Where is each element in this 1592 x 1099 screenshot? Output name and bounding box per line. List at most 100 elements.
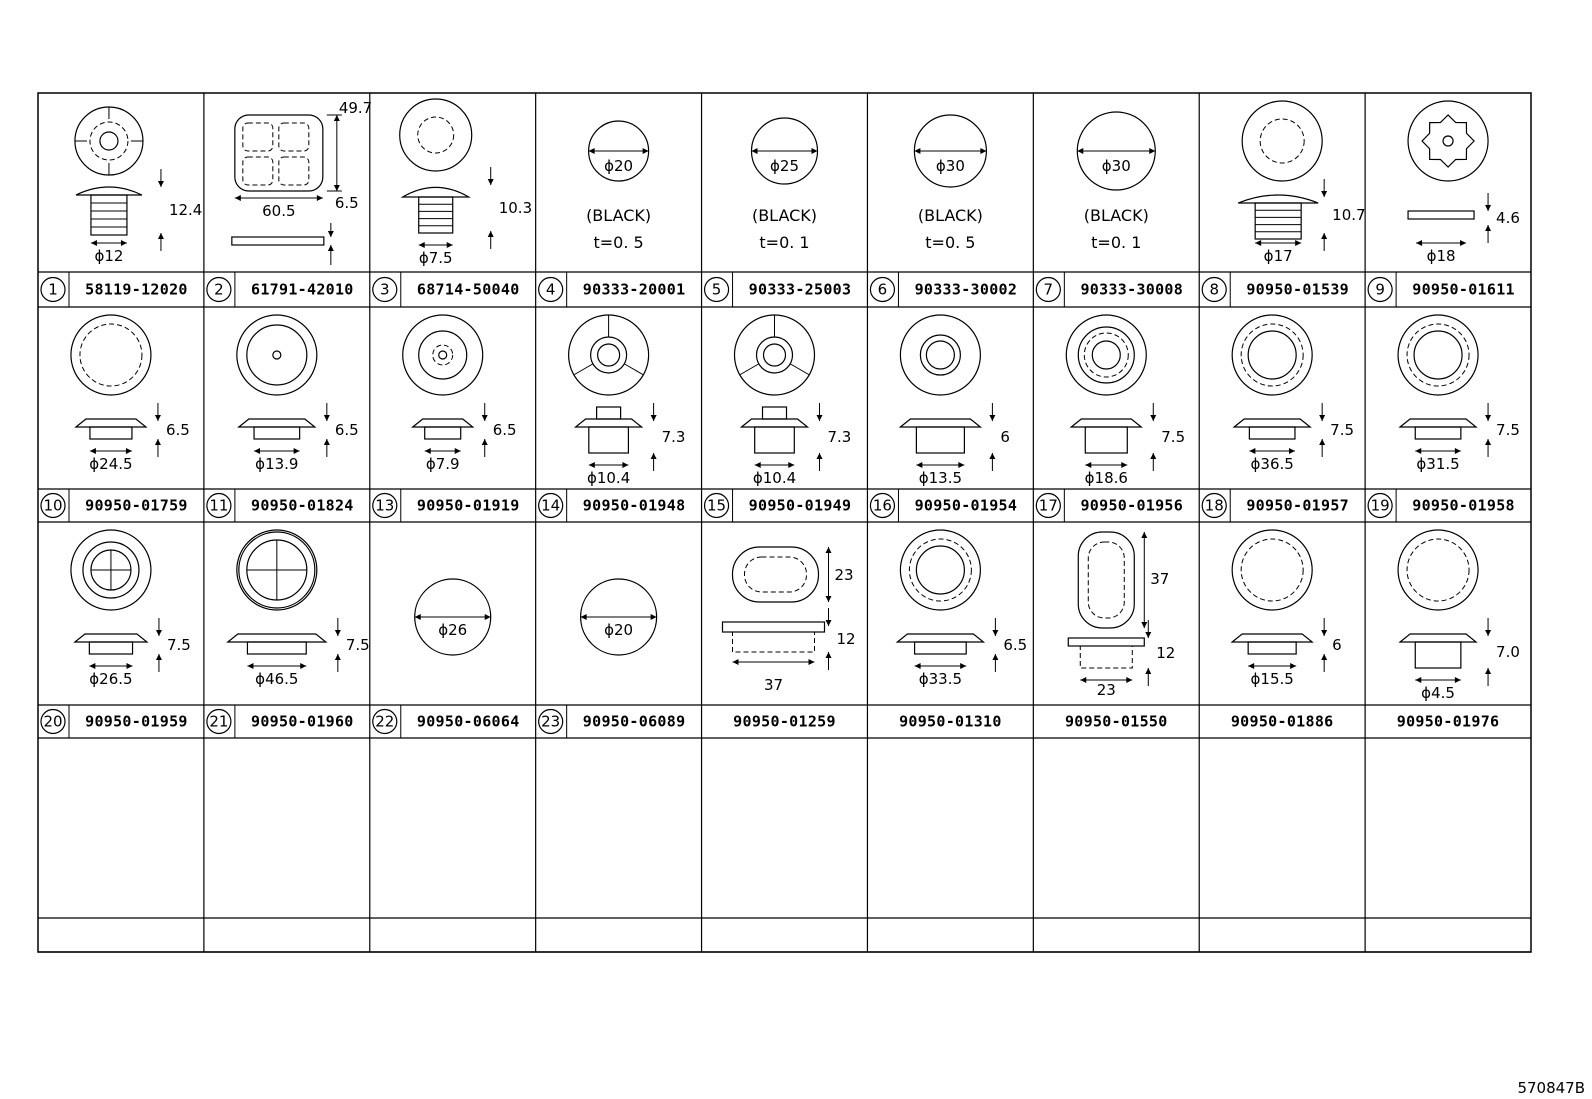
arrow-head	[1321, 630, 1328, 636]
cap-profile	[75, 186, 143, 196]
flange-profile	[1069, 418, 1143, 428]
flange-profile	[1067, 637, 1145, 647]
diameter-label: ϕ7.5	[419, 249, 453, 267]
arrow-head	[487, 231, 494, 237]
index-circle	[372, 492, 398, 519]
rib-line	[739, 363, 759, 376]
material-note: (BLACK)	[1084, 206, 1149, 225]
flange-profile	[1398, 633, 1478, 643]
arrow-head	[916, 462, 923, 468]
arrow-head	[1416, 240, 1423, 246]
circle-outline	[1406, 323, 1470, 387]
arrow-head	[1248, 663, 1255, 669]
height-label: 49.7	[339, 99, 372, 117]
diameter-label: ϕ13.5	[919, 469, 962, 487]
circle-outline	[70, 314, 152, 396]
circle-outline	[238, 531, 316, 609]
circle-outline	[1406, 538, 1470, 602]
diameter-label: ϕ4.5	[1421, 684, 1455, 702]
arrow-head	[155, 654, 162, 660]
gear-shape	[1421, 114, 1475, 168]
arrow-head	[1150, 415, 1157, 421]
arrow-head	[424, 448, 431, 454]
arrow-head	[588, 462, 595, 468]
arrow-head	[293, 448, 300, 454]
height-label: 4.6	[1496, 209, 1520, 227]
part-number: 90950-01824	[251, 497, 354, 515]
index-circle	[1035, 276, 1061, 303]
arrow-head	[650, 453, 657, 459]
flange-profile	[1232, 418, 1312, 428]
arrow-head	[1485, 630, 1492, 636]
thickness-note: t=0. 5	[594, 233, 644, 252]
arrow-head	[254, 448, 261, 454]
part-number: 61791-42010	[251, 281, 354, 299]
body-profile	[754, 426, 795, 454]
flange-profile	[1230, 633, 1314, 643]
thickness-note: t=0. 5	[925, 233, 975, 252]
arrow-head	[90, 240, 97, 246]
circle-outline	[1240, 323, 1304, 387]
circle-outline	[1091, 340, 1121, 370]
part-number: 90950-01759	[85, 497, 188, 515]
circle-outline	[438, 350, 448, 360]
arrow-head	[1485, 668, 1492, 674]
part-index: 17	[1039, 497, 1058, 515]
diameter-label: ϕ10.4	[753, 469, 796, 487]
index-circle	[206, 708, 232, 735]
arrow-head	[1141, 622, 1148, 628]
flange-profile	[74, 418, 148, 428]
square-window	[278, 122, 310, 152]
flange-profile	[73, 633, 149, 643]
body-profile	[246, 641, 307, 655]
height-label: 37	[1150, 570, 1169, 588]
square-plate	[234, 114, 324, 192]
rib-line	[573, 363, 593, 376]
arrow-head	[1319, 415, 1326, 421]
height-label: 12	[837, 630, 856, 648]
arrow-head	[914, 148, 921, 154]
square-window	[278, 156, 310, 186]
index-circle	[40, 492, 66, 519]
body-profile	[253, 426, 301, 440]
index-circle	[1035, 492, 1061, 519]
diameter-label: ϕ18	[1427, 247, 1456, 265]
circle-outline	[915, 545, 965, 595]
circle-outline	[1407, 100, 1489, 182]
arrow-head	[1255, 240, 1262, 246]
body-profile	[418, 196, 454, 234]
material-note: (BLACK)	[918, 206, 983, 225]
arrow-head	[1149, 148, 1156, 154]
neck-profile	[761, 406, 788, 420]
height-label: 6.5	[1003, 636, 1027, 654]
body-profile	[90, 194, 128, 236]
height-label: 6.5	[493, 421, 517, 439]
circle-outline	[432, 344, 454, 366]
part-index: 7	[1044, 281, 1054, 299]
circle-outline	[1065, 314, 1147, 396]
part-index: 15	[707, 497, 726, 515]
material-note: (BLACK)	[752, 206, 817, 225]
arrow-head	[992, 654, 999, 660]
arrow-head	[333, 185, 340, 191]
part-number: 90950-01976	[1397, 713, 1500, 731]
diameter-label: 23	[1097, 681, 1116, 699]
part-index: 16	[873, 497, 892, 515]
diameter-label: ϕ13.9	[255, 455, 298, 473]
circle-outline	[908, 538, 972, 602]
table-grid	[37, 92, 1532, 953]
part-index: 6	[878, 281, 888, 299]
circle-outline	[418, 330, 468, 380]
part-number: 90950-01960	[251, 713, 354, 731]
index-circle	[538, 492, 564, 519]
circle-outline	[1247, 330, 1297, 380]
height-label: 6.5	[335, 421, 359, 439]
